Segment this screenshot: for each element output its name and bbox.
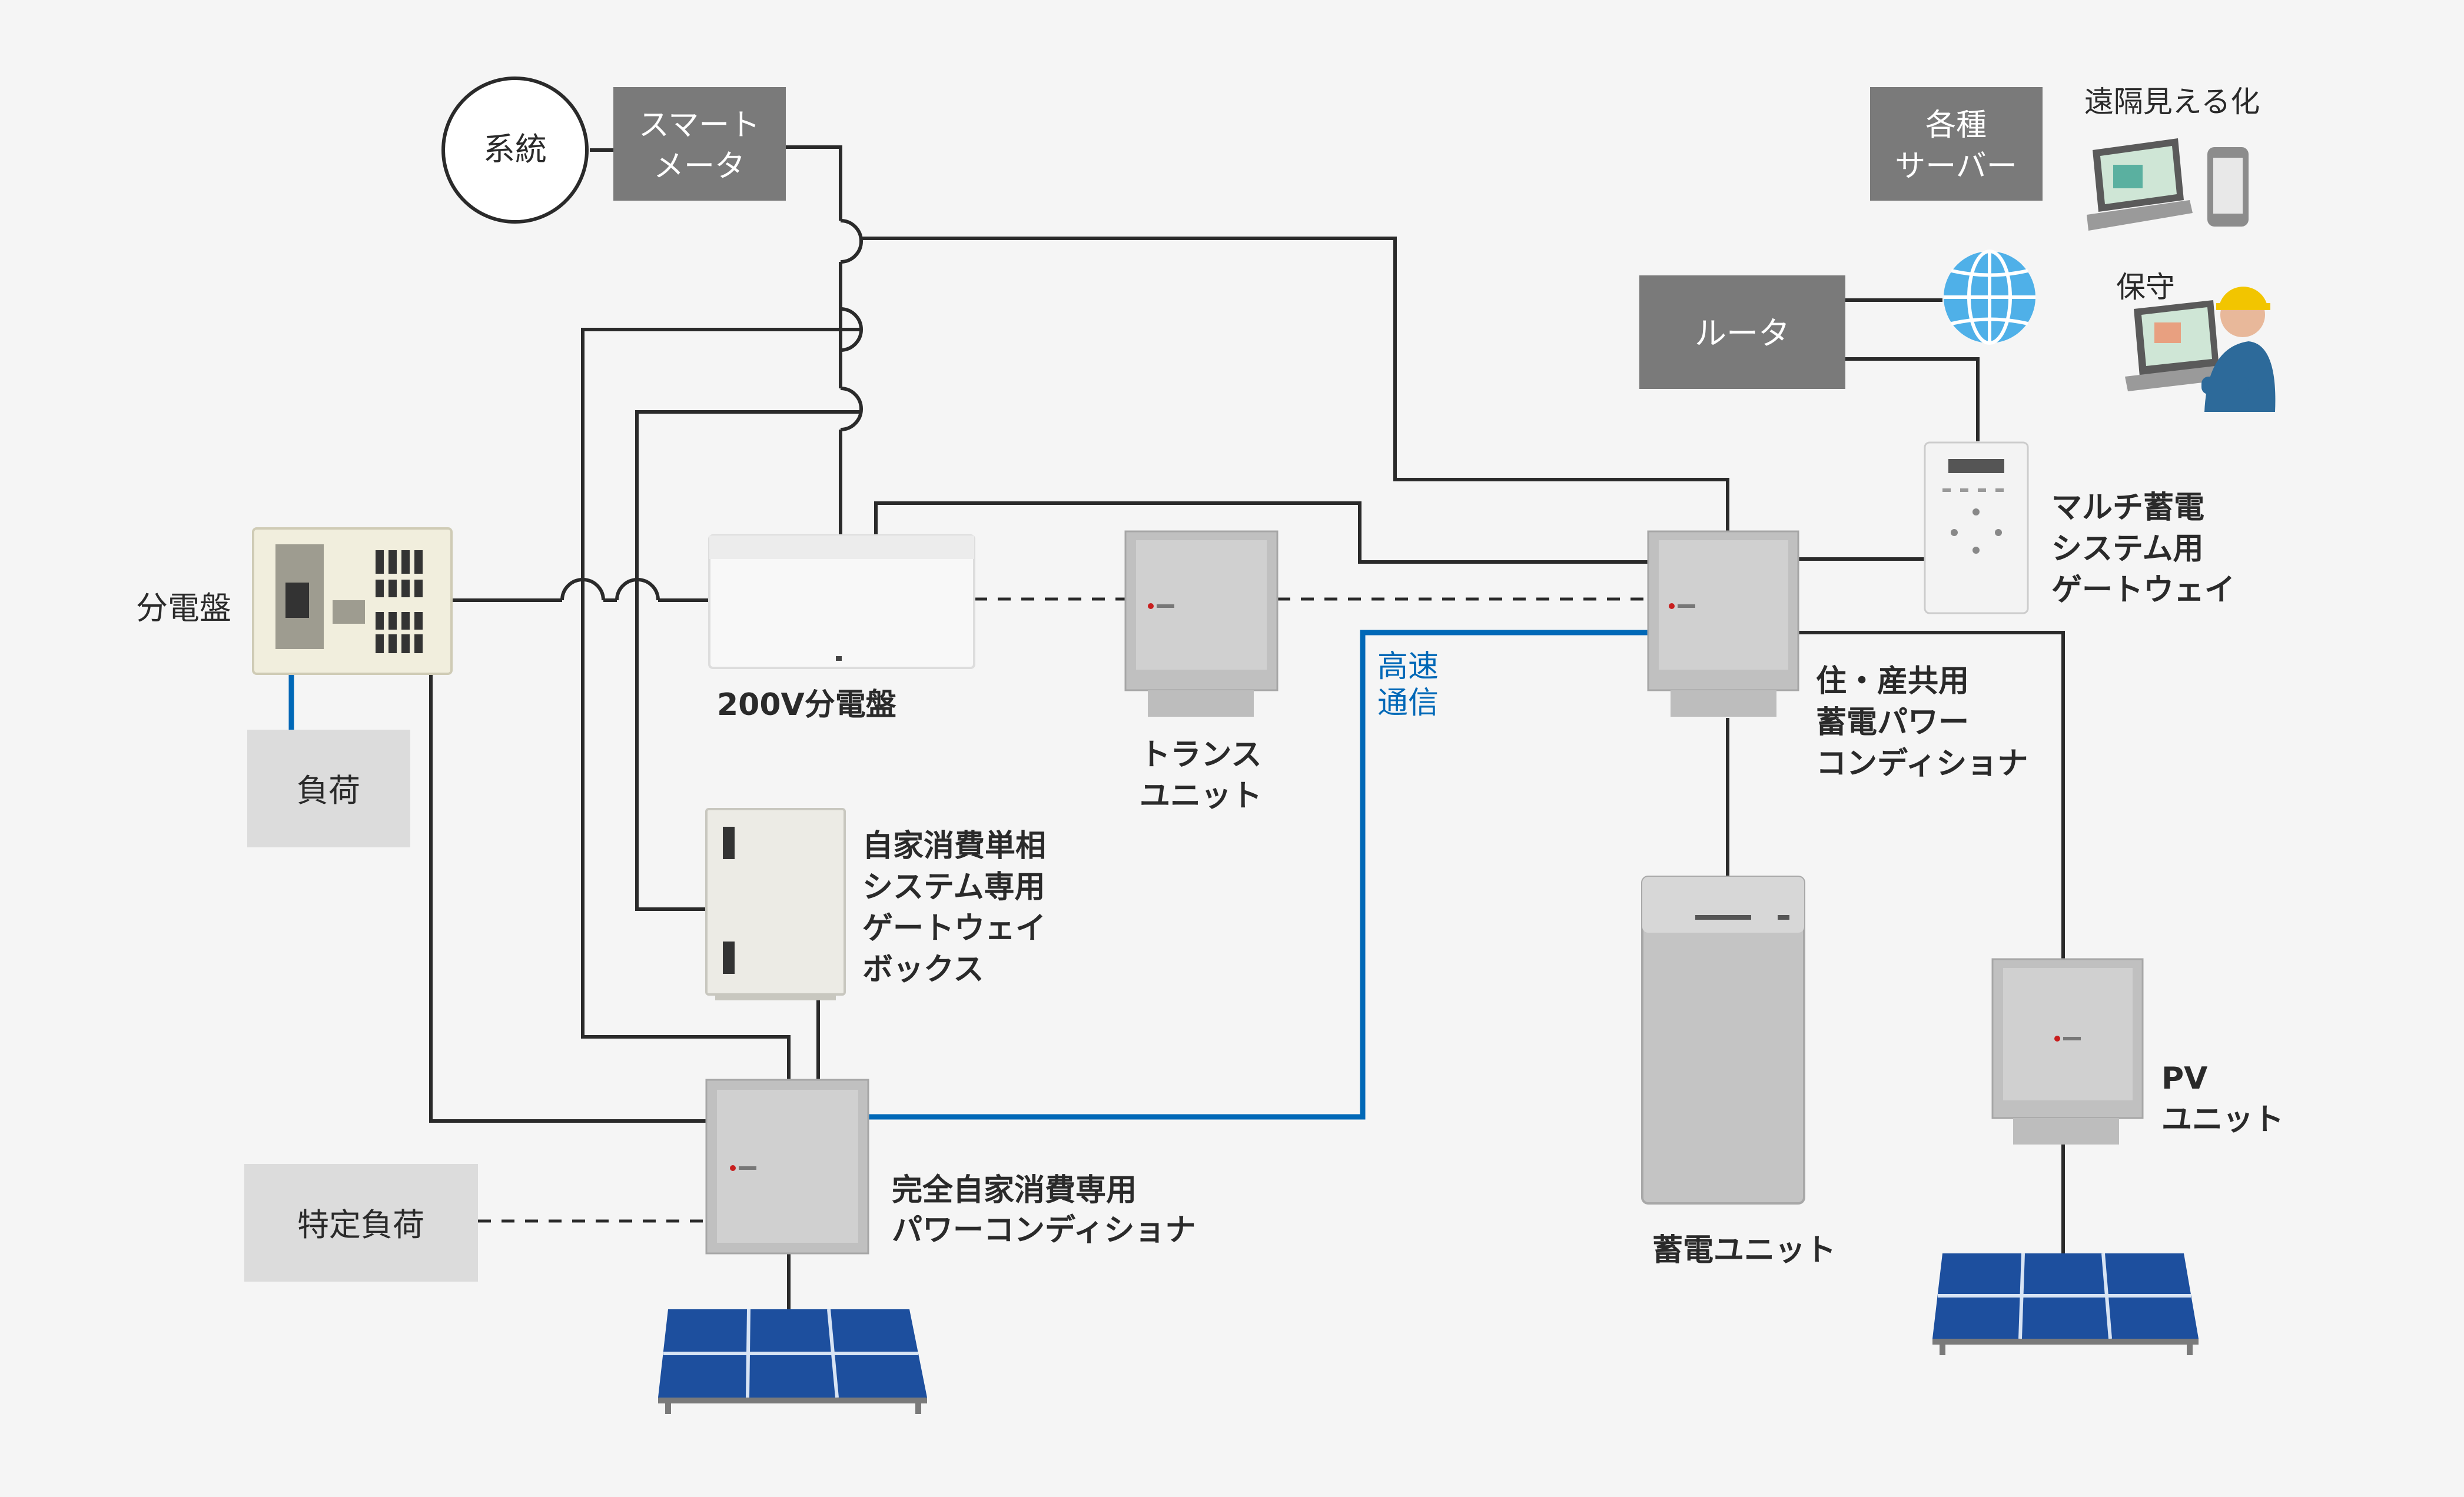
trans-unit-label-1: トランス	[1140, 737, 1262, 773]
gateway-box-label-4: ボックス	[862, 952, 984, 987]
board-200v	[708, 534, 975, 669]
gateway-label-1: マルチ蓄電	[2051, 490, 2204, 525]
high-speed-comm-label-1: 高速	[1377, 649, 1439, 684]
globe-icon	[1944, 250, 2035, 345]
maintenance-worker-icon	[2125, 287, 2276, 412]
gateway-label-2: システム用	[2051, 531, 2203, 567]
gateway-box-label-3: ゲートウェイ	[862, 911, 1046, 946]
smart-meter-label-2: メータ	[653, 149, 745, 184]
distribution-board-label: 分電盤	[136, 590, 231, 627]
high-speed-comm-label-2: 通信	[1377, 686, 1439, 721]
grid-node: 系統	[441, 76, 589, 224]
storage-pcs-label-1: 住・産共用	[1816, 664, 1969, 699]
smartphone-icon	[2207, 147, 2249, 227]
gateway-box-label-1: 自家消費単相	[862, 829, 1046, 864]
battery-unit	[1641, 876, 1805, 1205]
high-speed-comm-line	[868, 630, 1648, 1120]
pv-pcs	[705, 1079, 869, 1255]
smart-meter-label-1: スマート	[639, 108, 760, 143]
specific-load-label: 特定負荷	[297, 1206, 424, 1243]
distribution-board	[252, 527, 453, 675]
pv-unit	[1991, 958, 2144, 1145]
laptop-icon	[2087, 138, 2193, 231]
battery-unit-label: 蓄電ユニット	[1652, 1233, 1836, 1268]
dashed-wiring	[478, 597, 1648, 1223]
gateway-device	[1924, 441, 2029, 614]
pv-pcs-label-1: 完全自家消費専用	[892, 1173, 1137, 1208]
smart-meter: スマート メータ	[613, 87, 786, 201]
storage-pcs-label-2: 蓄電パワー	[1816, 705, 1969, 740]
gateway-label-3: ゲートウェイ	[2051, 573, 2235, 608]
maintenance-label: 保守	[2116, 270, 2175, 304]
solar-panel-left	[658, 1309, 927, 1414]
servers: 各種 サーバー	[1870, 87, 2043, 201]
wiring	[429, 145, 2065, 1309]
storage-pcs	[1647, 530, 1799, 717]
pv-unit-label-2: ユニット	[2161, 1102, 2284, 1137]
trans-unit	[1124, 530, 1279, 717]
grid-label: 系統	[483, 131, 547, 168]
router: ルータ	[1639, 275, 1845, 389]
pv-unit-label-1: PV	[2161, 1061, 2207, 1096]
load: 負荷	[247, 730, 410, 847]
specific-load: 特定負荷	[244, 1164, 478, 1282]
servers-label-2: サーバー	[1895, 149, 2017, 184]
pv-pcs-label-2: パワーコンディショナ	[892, 1213, 1196, 1248]
trans-unit-label-2: ユニット	[1140, 779, 1262, 814]
board-200v-label: 200V分電盤	[717, 687, 896, 723]
load-label: 負荷	[297, 772, 360, 809]
solar-panel-right	[1932, 1253, 2199, 1355]
storage-pcs-label-3: コンディショナ	[1816, 746, 2028, 781]
gateway-box	[705, 808, 846, 1000]
remote-view-label: 遠隔見える化	[2084, 85, 2260, 119]
gateway-box-label-2: システム専用	[862, 870, 1045, 905]
servers-label-1: 各種	[1925, 108, 1987, 143]
router-label: ルータ	[1695, 315, 1790, 352]
